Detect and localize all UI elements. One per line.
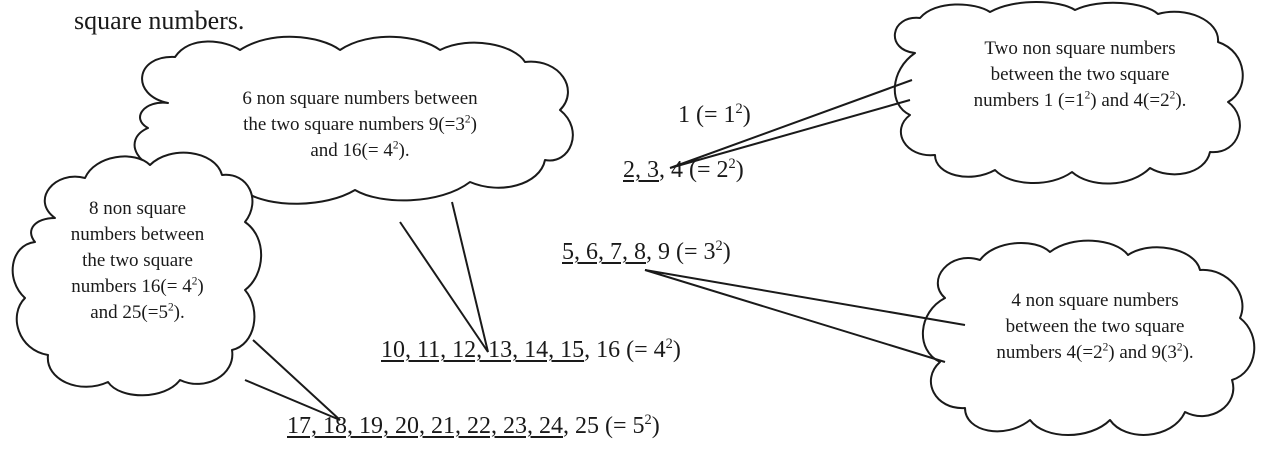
pointer-six	[399, 201, 489, 353]
sequence-row-3: 5, 6, 7, 8, 9 (= 32)	[562, 238, 731, 265]
non-square-run: 10, 11, 12, 13, 14, 15	[381, 337, 585, 363]
bubble-eight-text: 8 non square numbers between the two squ…	[70, 198, 205, 323]
bubble-four-text: 4 non square numbers between the two squ…	[996, 290, 1194, 363]
pointer-eight	[244, 339, 341, 421]
sequence-row-1: 1 (= 12)	[678, 101, 751, 128]
pointer-four	[644, 269, 966, 363]
cloud-two	[893, 1, 1244, 185]
intro-text: square numbers.	[74, 6, 245, 35]
cloud-four	[922, 239, 1256, 436]
sequence-row-2: 2, 3, 4 (= 22)	[623, 156, 744, 183]
sequence-row-4: 10, 11, 12, 13, 14, 15, 16 (= 42)	[381, 336, 681, 363]
non-square-run: 2, 3	[623, 157, 659, 183]
pointer-two	[669, 79, 913, 169]
non-square-run: 17, 18, 19, 20, 21, 22, 23, 24	[287, 413, 563, 439]
bubble-two-text: Two non square numbers between the two s…	[973, 38, 1187, 111]
non-square-run: 5, 6, 7, 8	[562, 239, 646, 265]
cloud-eight	[11, 151, 263, 397]
sequence-row-5: 17, 18, 19, 20, 21, 22, 23, 24, 25 (= 52…	[287, 412, 660, 439]
bubble-six-text: 6 non square numbers between the two squ…	[242, 88, 478, 161]
